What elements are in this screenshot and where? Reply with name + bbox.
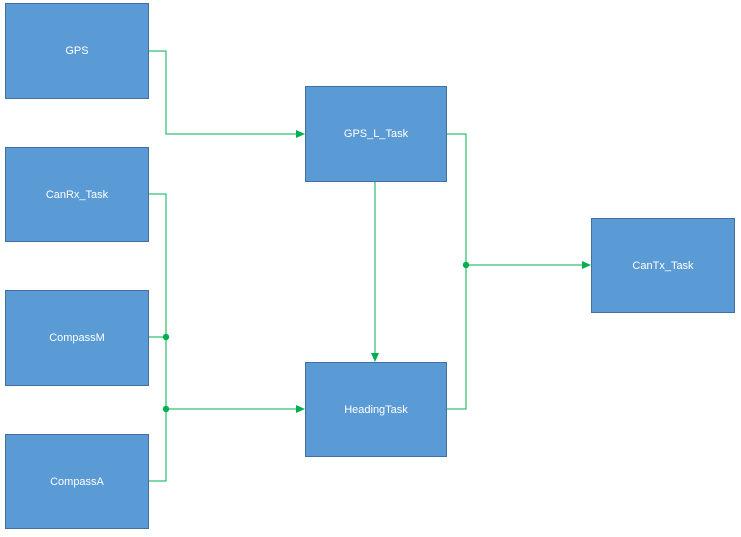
junction-headingtask-bus	[162, 405, 170, 413]
node-cantx-task: CanTx_Task	[591, 218, 735, 313]
node-canrx-task: CanRx_Task	[5, 147, 149, 242]
edge-gps-to-gps-l-task	[149, 50, 296, 135]
junction-compassm	[162, 333, 170, 341]
arrowhead-cantx-task	[582, 261, 591, 269]
node-headingtask-label: HeadingTask	[344, 403, 408, 416]
node-gps-label: GPS	[65, 45, 89, 57]
node-canrx-task-label: CanRx_Task	[45, 188, 109, 201]
junction-cantx-bus	[462, 261, 470, 269]
node-compassm-label: CompassM	[49, 332, 105, 344]
node-cantx-task-label: CanTx_Task	[632, 259, 694, 272]
node-headingtask: HeadingTask	[305, 362, 447, 457]
node-compassm: CompassM	[5, 290, 149, 386]
node-gps-l-task-label: GPS_L_Task	[343, 128, 409, 140]
node-compassa-label: CompassA	[50, 475, 104, 488]
node-gps: GPS	[5, 3, 149, 99]
edge-gps-l-task-to-cantx-task	[447, 133, 467, 410]
arrowhead-headingtask-top	[371, 353, 379, 362]
arrowhead-headingtask-left	[296, 405, 305, 413]
node-gps-l-task: GPS_L_Task	[305, 86, 447, 182]
node-compassa: CompassA	[5, 434, 149, 529]
arrowhead-gps-l-task	[296, 130, 305, 138]
